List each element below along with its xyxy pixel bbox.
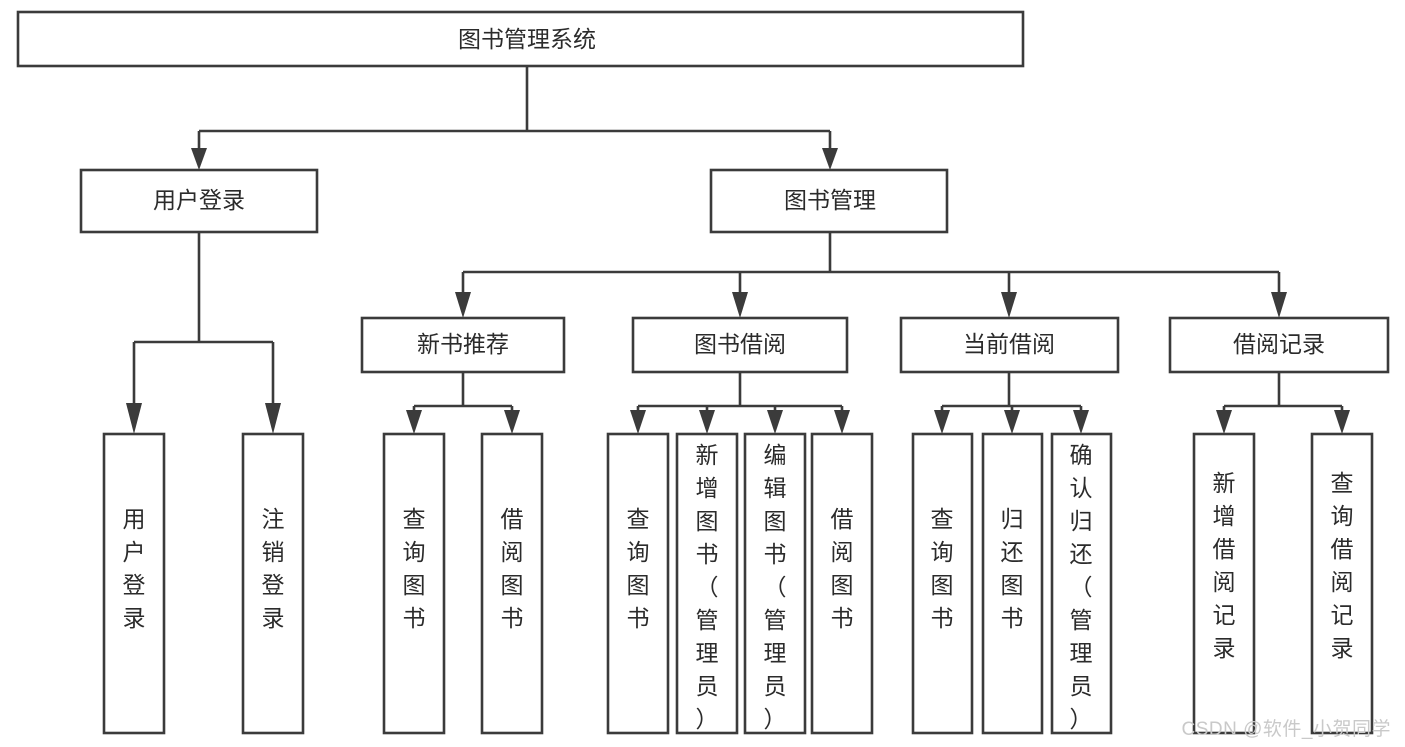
- connector-group-root: [191, 66, 838, 170]
- node-borrow-record[interactable]: 借阅记录: [1168, 316, 1390, 374]
- leaf-borrow-book-1-box: [480, 432, 544, 735]
- connector-group-book-borrow: [630, 372, 850, 434]
- leaf-borrow-book-1-label: 借阅图书: [501, 506, 524, 631]
- leaf-node-add-record[interactable]: 新增借阅记录: [1192, 432, 1256, 735]
- leaf-node-user-logout[interactable]: 注销登录: [241, 432, 305, 735]
- leaf-node-confirm-return[interactable]: 确认归还（管理员）: [1050, 432, 1113, 735]
- node-book-manage[interactable]: 图书管理: [709, 168, 949, 234]
- leaf-query-book-2-label: 查询图书: [627, 506, 650, 631]
- leaf-add-record-box: [1192, 432, 1256, 735]
- leaf-node-query-book-3[interactable]: 查询图书: [911, 432, 974, 735]
- arrow-head-leaf-query-record: [1334, 410, 1350, 434]
- connector-group-current-borrow: [934, 372, 1089, 434]
- leaf-query-record-box: [1310, 432, 1374, 735]
- node-book-borrow[interactable]: 图书借阅: [631, 316, 849, 374]
- leaf-user-logout-label: 注销登录: [262, 506, 285, 631]
- node-new-book-recommend-box: [360, 316, 566, 374]
- arrow-head-leaf-query-book-3: [934, 410, 950, 434]
- node-book-borrow-box: [631, 316, 849, 374]
- node-root-book-management-system[interactable]: 图书管理系统: [16, 10, 1025, 68]
- leaf-add-book-box: [675, 432, 739, 735]
- node-new-book-recommend-label: 新书推荐: [417, 331, 509, 357]
- leaf-node-return-book[interactable]: 归还图书: [981, 432, 1044, 735]
- leaf-node-add-book[interactable]: 新增图书（管理员）: [675, 432, 739, 735]
- arrow-head-to-book-manage: [822, 148, 838, 170]
- leaf-node-query-book-2[interactable]: 查询图书: [606, 432, 670, 735]
- arrow-head-leaf-borrow-book-1: [504, 410, 520, 434]
- node-new-book-recommend[interactable]: 新书推荐: [360, 316, 566, 374]
- node-user-login-label: 用户登录: [153, 187, 245, 213]
- leaf-node-query-book-1[interactable]: 查询图书: [382, 432, 446, 735]
- leaf-node-borrow-book-2[interactable]: 借阅图书: [810, 432, 874, 735]
- connector-group-borrow-record: [1216, 372, 1350, 434]
- node-borrow-record-box: [1168, 316, 1390, 374]
- arrow-head-leaf-return-book: [1004, 410, 1020, 434]
- leaf-query-book-2-box: [606, 432, 670, 735]
- leaf-query-book-1-label: 查询图书: [403, 506, 426, 631]
- arrow-head-leaf-confirm-return: [1073, 410, 1089, 434]
- leaf-edit-book-box: [743, 432, 807, 735]
- arrow-head-leaf-query-book-1: [406, 410, 422, 434]
- arrow-head-to-user-login: [191, 148, 207, 170]
- arrow-head-leaf-add-record: [1216, 410, 1232, 434]
- leaf-node-edit-book[interactable]: 编辑图书（管理员）: [743, 432, 807, 735]
- node-book-manage-label: 图书管理: [784, 187, 876, 213]
- node-current-borrow-box: [899, 316, 1120, 374]
- leaf-query-record-label: 查询借阅记录: [1331, 470, 1354, 661]
- node-root-box: [16, 10, 1025, 68]
- node-book-manage-box: [709, 168, 949, 234]
- node-borrow-record-label: 借阅记录: [1233, 331, 1325, 357]
- leaf-query-book-3-box: [911, 432, 974, 735]
- leaf-confirm-return-label: 确认归还（管理员）: [1070, 442, 1093, 732]
- arrow-head-leaf-add-book: [699, 410, 715, 434]
- arrow-head-to-current-borrow: [1001, 292, 1017, 318]
- leaf-node-user-login[interactable]: 用户登录: [102, 432, 166, 735]
- leaf-add-book-label: 新增图书（管理员）: [696, 442, 719, 732]
- leaf-return-book-box: [981, 432, 1044, 735]
- arrow-head-leaf-edit-book: [767, 410, 783, 434]
- node-current-borrow[interactable]: 当前借阅: [899, 316, 1120, 374]
- arrow-head-leaf-user-login: [126, 403, 142, 434]
- connector-group-book-manage: [455, 232, 1287, 318]
- arrow-head-to-book-borrow: [732, 292, 748, 318]
- leaf-query-book-1-box: [382, 432, 446, 735]
- leaf-add-record-label: 新增借阅记录: [1213, 470, 1236, 661]
- connector-group-new-book-recommend: [406, 372, 520, 434]
- arrow-head-to-new-book-recommend: [455, 292, 471, 318]
- node-current-borrow-label: 当前借阅: [963, 331, 1055, 357]
- arrow-head-to-borrow-record: [1271, 292, 1287, 318]
- leaf-node-query-record[interactable]: 查询借阅记录: [1310, 432, 1374, 735]
- leaf-user-login-box: [102, 432, 166, 735]
- arrow-head-leaf-query-book-2: [630, 410, 646, 434]
- leaf-return-book-label: 归还图书: [1001, 506, 1024, 631]
- leaf-edit-book-label: 编辑图书（管理员）: [764, 442, 787, 732]
- node-book-borrow-label: 图书借阅: [694, 331, 786, 357]
- node-user-login[interactable]: 用户登录: [79, 168, 319, 234]
- leaf-borrow-book-2-label: 借阅图书: [831, 506, 854, 631]
- connector-group-user-login: [126, 232, 281, 434]
- node-user-login-box: [79, 168, 319, 234]
- arrow-head-leaf-borrow-book-2: [834, 410, 850, 434]
- leaf-user-login-label: 用户登录: [123, 506, 146, 631]
- leaf-user-logout-box: [241, 432, 305, 735]
- arrow-head-leaf-user-logout: [265, 403, 281, 434]
- leaf-borrow-book-2-box: [810, 432, 874, 735]
- leaf-query-book-3-label: 查询图书: [931, 506, 954, 631]
- leaf-confirm-return-box: [1050, 432, 1113, 735]
- node-root-label: 图书管理系统: [458, 26, 596, 52]
- leaf-node-borrow-book-1[interactable]: 借阅图书: [480, 432, 544, 735]
